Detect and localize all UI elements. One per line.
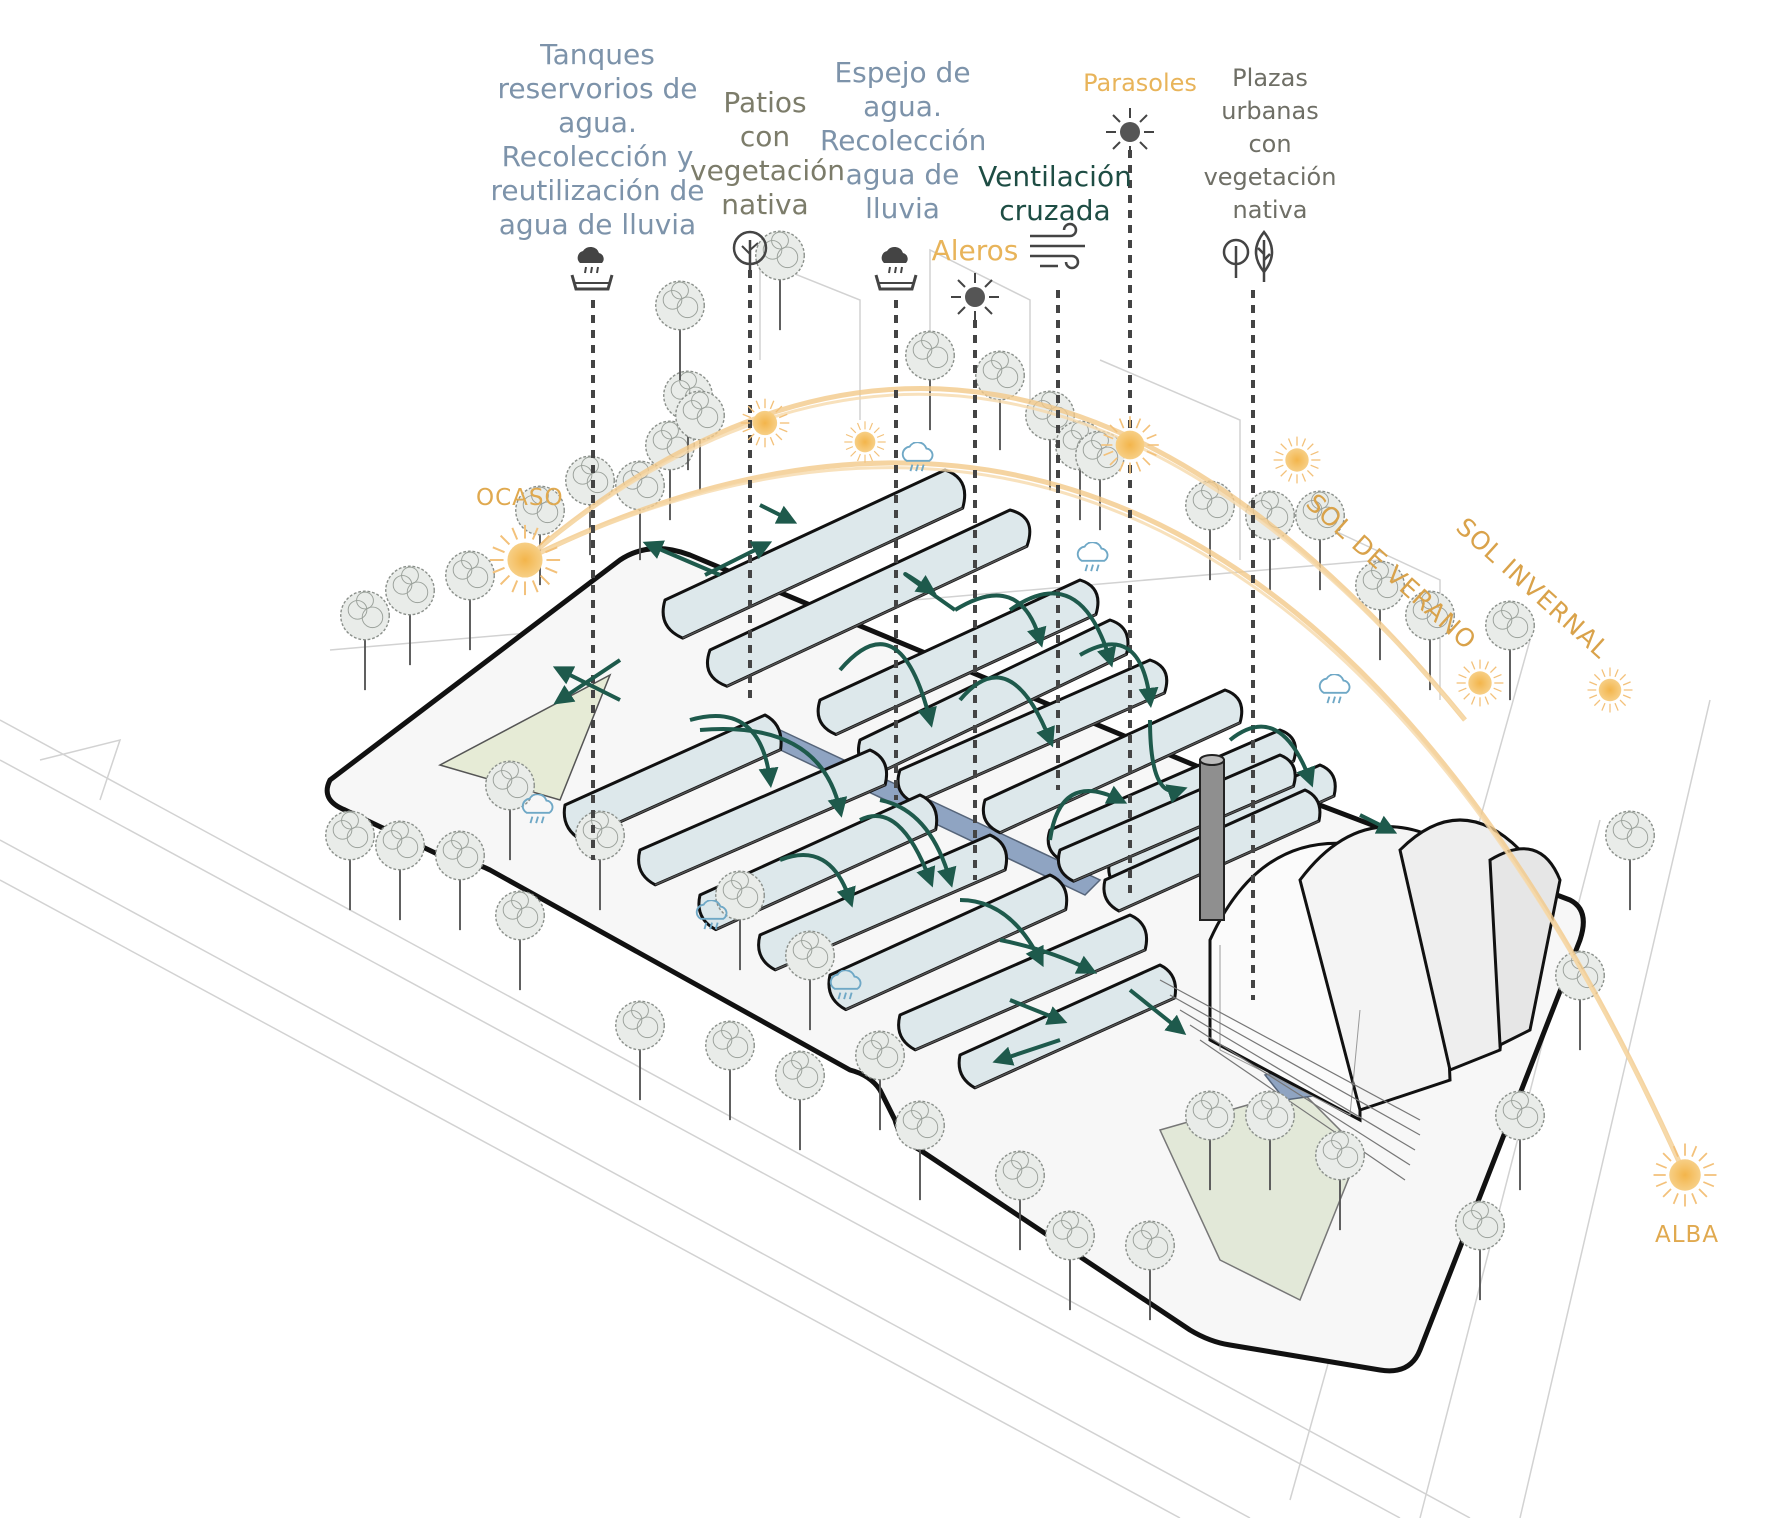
chimney: [1200, 755, 1224, 920]
label-parasoles: Parasoles: [1075, 66, 1205, 100]
rain-cloud-icon: [1078, 542, 1108, 571]
trees-icon: [1224, 232, 1272, 282]
label-patios: Patios con vegetación nativa: [690, 86, 840, 222]
sun-icon: [741, 399, 790, 448]
tree: [1606, 811, 1655, 910]
label-alba: ALBA: [1655, 1222, 1719, 1248]
tree: [436, 831, 485, 930]
sun-icon: [1654, 1144, 1717, 1207]
tree: [706, 1021, 755, 1120]
label-plazas: Plazas urbanas con vegetación nativa: [1200, 62, 1340, 227]
tree: [446, 551, 495, 650]
label-espejo: Espejo de agua. Recolección agua de lluv…: [820, 56, 985, 226]
rain-tank-icon: [572, 247, 612, 289]
tree: [341, 591, 390, 690]
rain-tank-icon-2: [876, 247, 916, 289]
sun-icon: [1588, 668, 1633, 713]
tree: [656, 281, 705, 380]
label-aleros: Aleros: [925, 234, 1025, 268]
tree: [906, 331, 955, 430]
sun-icon: [490, 525, 560, 595]
tree: [496, 891, 545, 990]
label-ocaso: OCASO: [476, 485, 564, 511]
tree: [326, 811, 375, 910]
tree: [756, 231, 805, 330]
tree: [616, 1001, 665, 1100]
ventilation-arrow: [760, 505, 790, 520]
sun-icon-parasoles: [1106, 108, 1154, 156]
label-ventilacion: Ventilación cruzada: [975, 160, 1135, 228]
sun-icon: [844, 421, 885, 462]
sun-icon: [1274, 437, 1321, 484]
rain-cloud-icon: [1320, 674, 1350, 703]
tree: [376, 821, 425, 920]
sun-icon-aleros: [951, 273, 999, 321]
label-tanques: Tanques reservorios de agua. Recolección…: [490, 38, 705, 242]
tree: [776, 1051, 825, 1150]
wind-icon: [1030, 224, 1085, 268]
tree: [386, 566, 435, 665]
tree: [1456, 1201, 1505, 1300]
sun-icon: [1457, 660, 1504, 707]
